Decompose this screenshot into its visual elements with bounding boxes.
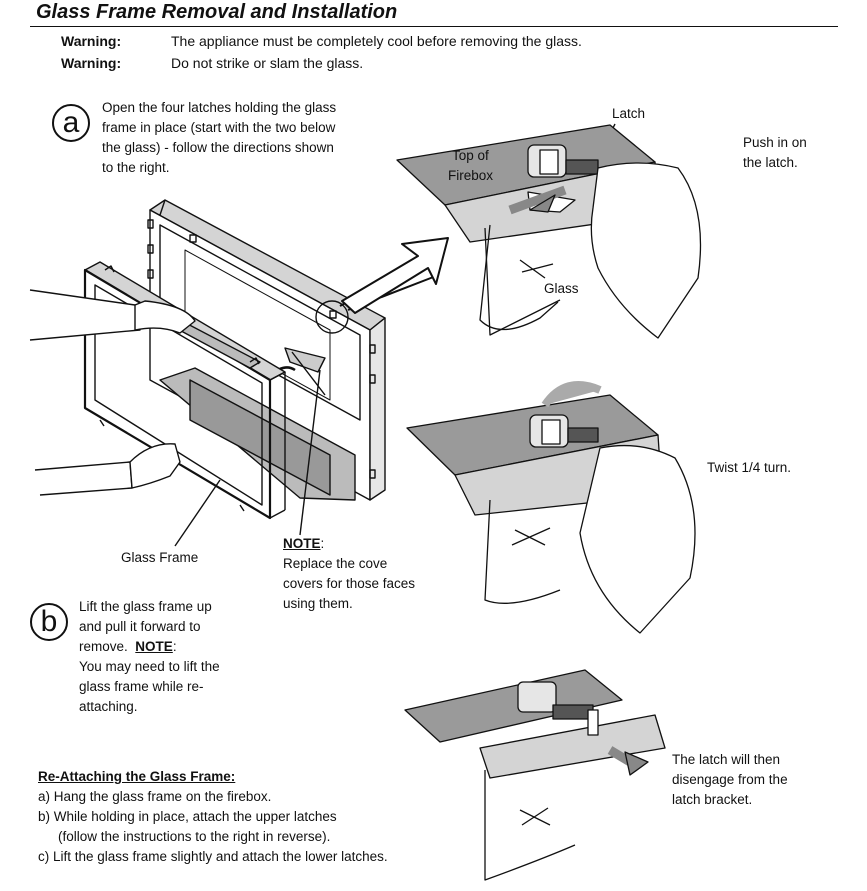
reattach-step: c) Lift the glass frame slightly and att… (38, 849, 388, 864)
cove-note: NOTE: Replace the cove covers for those … (283, 534, 415, 614)
step-b-line: remove. (79, 639, 128, 654)
step-a-marker: a (52, 104, 90, 142)
latch-detail-push (396, 124, 702, 339)
step-a-text: Open the four latches holding the glass … (102, 98, 336, 178)
step-b-note-line: You may need to lift the (79, 659, 220, 674)
warning-label-1: Warning: (61, 33, 122, 49)
cove-note-line: Replace the cove (283, 556, 388, 571)
latch-label: Latch (612, 106, 646, 121)
step-b-line: Lift the glass frame up (79, 599, 212, 614)
cove-note-colon: : (320, 536, 325, 551)
firebox-illustration (147, 199, 386, 501)
push-line: Push in on (743, 135, 807, 150)
reattach-step: b) While holding in place, attach the up… (38, 809, 337, 824)
push-instruction: Push in on the latch. (743, 133, 807, 173)
reattach-step: a) Hang the glass frame on the firebox. (38, 789, 272, 804)
step-b-text: Lift the glass frame up and pull it forw… (79, 597, 220, 717)
twist-instruction: Twist 1/4 turn. (707, 460, 792, 475)
glass-frame-label: Glass Frame (121, 550, 199, 565)
step-b-note-line: glass frame while re- (79, 679, 204, 694)
warning-text-2: Do not strike or slam the glass. (171, 55, 364, 71)
disengage-line: disengage from the (672, 772, 788, 787)
latch-detail-twist (406, 381, 696, 634)
reattach-section: Re-Attaching the Glass Frame: a) Hang th… (38, 767, 388, 867)
step-a-line: the glass) - follow the directions shown (102, 140, 334, 155)
warning-label-2: Warning: (61, 55, 122, 71)
reattach-step: (follow the instructions to the right in… (58, 829, 331, 844)
reattach-heading: Re-Attaching the Glass Frame: (38, 769, 236, 784)
warning-text-1: The appliance must be completely cool be… (171, 33, 582, 49)
step-a-line: frame in place (start with the two below (102, 120, 336, 135)
cove-note-line: covers for those faces (283, 576, 416, 591)
title-rule (30, 26, 838, 27)
top-of-label: Top of (452, 148, 489, 163)
firebox-label: Firebox (448, 168, 494, 183)
push-line: the latch. (743, 155, 798, 170)
glass-frame-illustration (29, 261, 286, 520)
step-b-note-line: attaching. (79, 699, 138, 714)
step-b-marker: b (30, 603, 68, 641)
step-b-note-colon: : (172, 639, 177, 654)
latch-detail-disengage (404, 669, 666, 881)
cove-note-line: using them. (283, 596, 353, 611)
glass-label: Glass (544, 281, 579, 296)
cove-note-label: NOTE (283, 536, 321, 551)
disengage-line: latch bracket. (672, 792, 753, 807)
step-b-note-label: NOTE (135, 639, 173, 654)
step-a-line: to the right. (102, 160, 170, 175)
step-a-line: Open the four latches holding the glass (102, 100, 337, 115)
disengage-line: The latch will then (672, 752, 781, 767)
disengage-instruction: The latch will then disengage from the l… (672, 750, 788, 810)
page-title: Glass Frame Removal and Installation (36, 1, 398, 23)
step-b-line: and pull it forward to (79, 619, 201, 634)
